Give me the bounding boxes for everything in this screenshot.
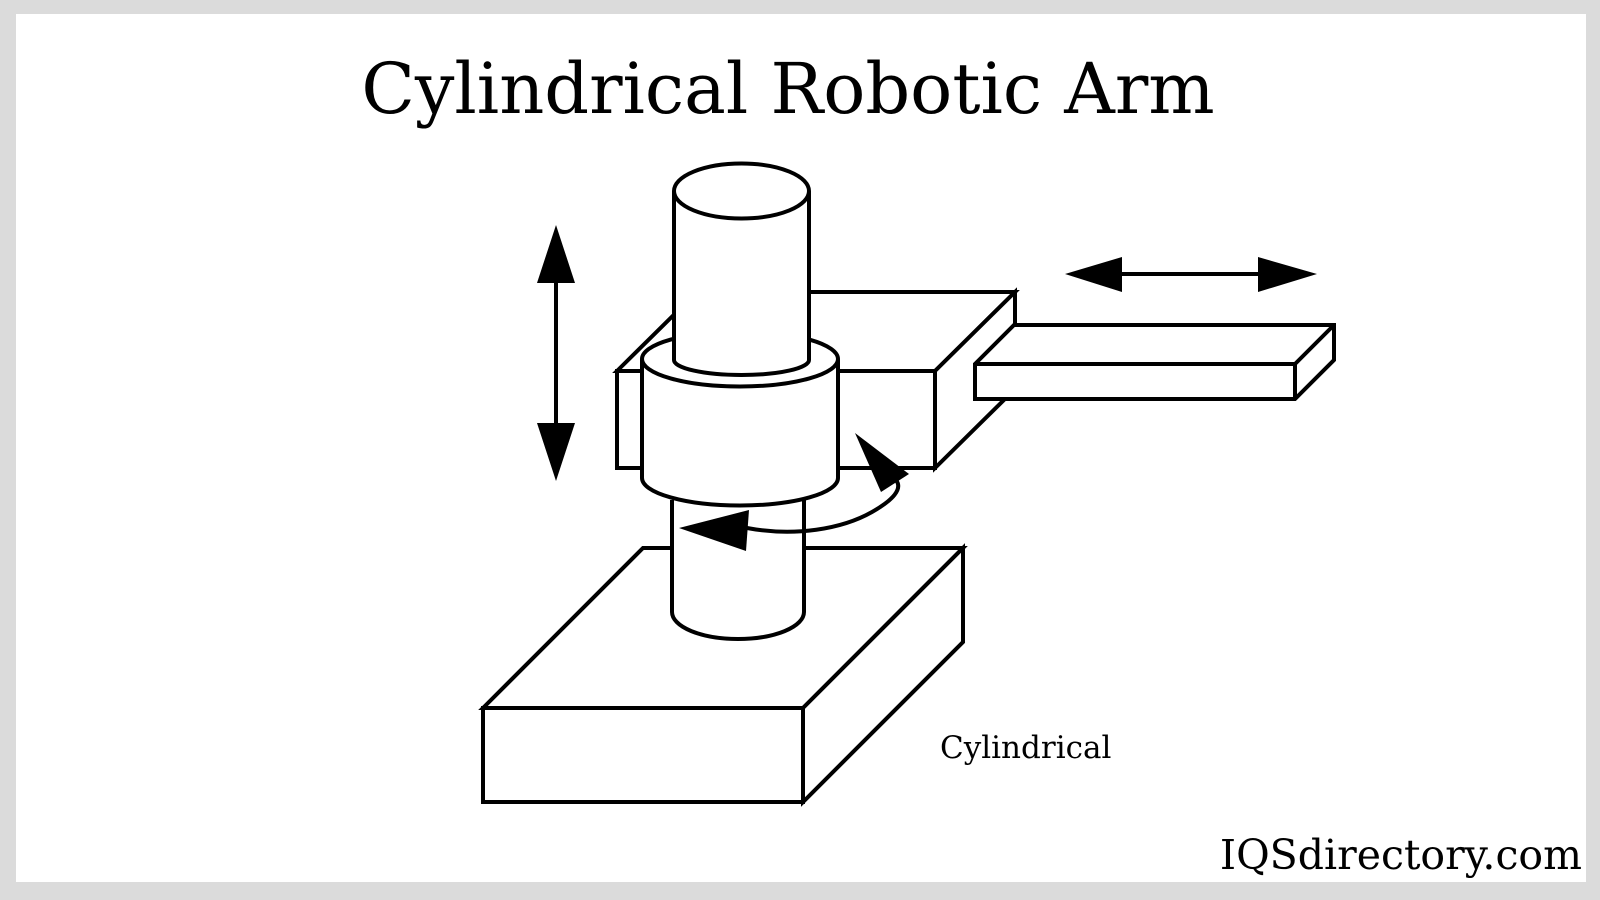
- arm-top-right-edge: [1293, 323, 1336, 366]
- watermark-text: IQSdirectory.com: [1220, 831, 1582, 879]
- vertical-arrow-down-head: [537, 423, 575, 481]
- rotation-arrow-icon: [679, 433, 909, 551]
- sleeve-body: [640, 359, 840, 508]
- diagram-title: Cylindrical Robotic Arm: [361, 48, 1214, 130]
- caption-label: Cylindrical: [940, 730, 1111, 766]
- horizontal-double-arrow-icon: [1065, 257, 1317, 292]
- robot-upper-cylinder: [672, 161, 811, 377]
- upper-cylinder-body: [672, 191, 811, 377]
- vertical-double-arrow-icon: [537, 225, 575, 481]
- rotation-arrow-arc: [746, 478, 901, 534]
- upper-cylinder-top-ellipse: [672, 161, 811, 221]
- base-front-face: [481, 706, 805, 804]
- rotation-arrow-left-head: [679, 510, 749, 551]
- vertical-arrow-up-head: [537, 225, 575, 283]
- horizontal-arrow-left-head: [1065, 257, 1122, 292]
- horizontal-arrow-right-head: [1258, 257, 1317, 292]
- rotation-arrow-upper-head: [855, 433, 909, 492]
- extending-arm: [973, 323, 1336, 401]
